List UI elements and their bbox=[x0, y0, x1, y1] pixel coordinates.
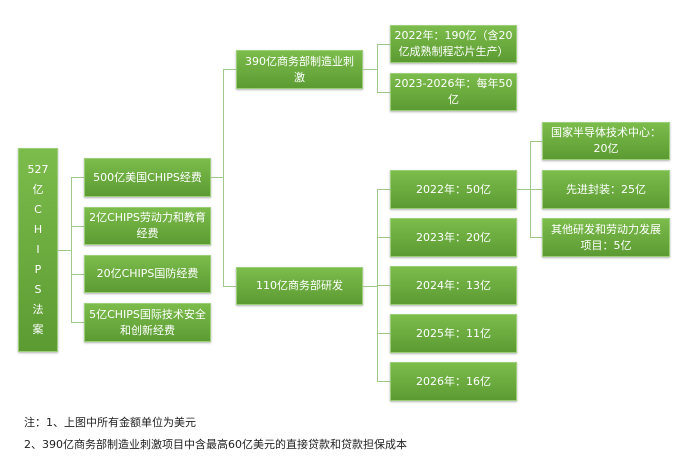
rd-year-box: 2024年：13亿 bbox=[390, 266, 517, 305]
rd2022-box: 国家半导体技术中心：20亿 bbox=[542, 122, 670, 160]
connector bbox=[530, 237, 542, 238]
root-char: S bbox=[34, 283, 42, 296]
connector bbox=[211, 177, 223, 178]
rd-year-box: 2026年：16亿 bbox=[390, 362, 517, 401]
root-char: C bbox=[34, 203, 42, 216]
stimulus-box: 2022年：190亿（含20亿成熟制程芯片生产） bbox=[390, 25, 517, 63]
root-char: 527 bbox=[27, 163, 49, 176]
level2-box: 110亿商务部研发 bbox=[236, 267, 363, 305]
stimulus-box: 2023-2026年：每年50亿 bbox=[390, 73, 517, 111]
connector bbox=[58, 250, 71, 251]
rd-year-box: 2022年：50亿 bbox=[390, 170, 517, 209]
connector bbox=[377, 189, 390, 190]
connector bbox=[71, 322, 84, 323]
root-char: 亿 bbox=[32, 183, 44, 196]
root-char: 法 bbox=[32, 303, 44, 316]
rd2022-box: 其他研发和劳动力发展项目：5亿 bbox=[542, 218, 670, 257]
connector bbox=[377, 44, 390, 45]
connector bbox=[363, 69, 377, 70]
connector bbox=[377, 92, 390, 93]
root-char: P bbox=[34, 263, 42, 276]
rd2022-box: 先进封装：25亿 bbox=[542, 170, 670, 209]
level1-box: 500亿美国CHIPS经费 bbox=[84, 158, 211, 197]
connector bbox=[377, 44, 378, 93]
connector bbox=[377, 333, 390, 334]
note-2: 2、390亿商务部制造业刺激项目中含最高60亿美元的直接贷款和贷款担保成本 bbox=[24, 438, 407, 451]
connector bbox=[71, 274, 84, 275]
root-char: 案 bbox=[32, 323, 44, 336]
level1-box: 2亿CHIPS劳动力和教育经费 bbox=[84, 207, 211, 245]
connector bbox=[530, 141, 542, 142]
rd-year-box: 2023年：20亿 bbox=[390, 218, 517, 257]
root-char: H bbox=[33, 223, 43, 236]
connector bbox=[377, 381, 390, 382]
level2-box: 390亿商务部制造业刺激 bbox=[236, 50, 363, 89]
root-char: I bbox=[36, 243, 40, 256]
connector bbox=[377, 285, 390, 286]
connector bbox=[377, 237, 390, 238]
connector bbox=[71, 226, 84, 227]
rd-year-box: 2025年：11亿 bbox=[390, 314, 517, 353]
connector bbox=[223, 286, 236, 287]
connector bbox=[223, 69, 224, 287]
level1-box: 5亿CHIPS国际技术安全和创新经费 bbox=[84, 303, 211, 342]
connector bbox=[530, 189, 542, 190]
connector bbox=[363, 286, 377, 287]
level1-box: 20亿CHIPS国防经费 bbox=[84, 255, 211, 293]
connector bbox=[517, 189, 530, 190]
connector bbox=[71, 177, 84, 178]
note-1: 注：1、上图中所有金额单位为美元 bbox=[24, 416, 196, 429]
connector bbox=[223, 69, 236, 70]
root-chips-act: 527 亿 C H I P S 法 案 bbox=[18, 148, 58, 352]
connector bbox=[71, 177, 72, 323]
